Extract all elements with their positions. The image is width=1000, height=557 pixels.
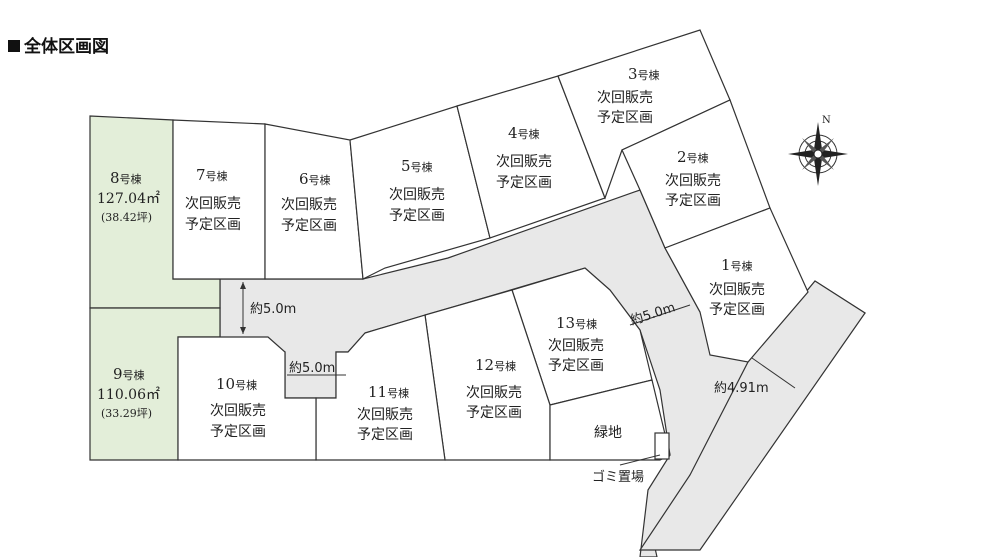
page-title-text: 全体区画図 <box>24 37 109 57</box>
green-space-label: 緑地 <box>594 425 622 441</box>
road-width-notch-label: 約5.0m <box>289 361 335 376</box>
lot-13-title: 13号棟 <box>556 314 597 332</box>
lot-6-line1: 次回販売 <box>281 197 337 213</box>
lot-8-area: 127.04㎡ <box>97 191 160 207</box>
road-width-main-label: 約4.91m <box>714 381 769 396</box>
lot-12-title: 12号棟 <box>475 356 516 374</box>
lot-8-tsubo: (38.42坪) <box>101 211 152 224</box>
garbage-leader-line <box>619 454 661 466</box>
garbage-label: ゴミ置場 <box>592 469 644 485</box>
lot-5-line2: 予定区画 <box>389 208 445 224</box>
lot-7-line2: 予定区画 <box>185 217 241 233</box>
lot-7-line1: 次回販売 <box>185 196 241 212</box>
lot-6-title: 6号棟 <box>299 170 331 188</box>
lot-3-title: 3号棟 <box>628 65 660 83</box>
dim-arrow-top <box>240 282 246 289</box>
road-width-left-label: 約5.0m <box>250 302 296 317</box>
compass-icon <box>788 122 848 186</box>
page-title: 全体区画図 <box>8 32 109 57</box>
lot-1-line1: 次回販売 <box>709 282 765 298</box>
lot-5[interactable] <box>349 105 491 280</box>
lot-8-title: 8号棟 <box>110 169 142 187</box>
dim-arrow-bottom <box>240 327 246 334</box>
lot-11-line2: 予定区画 <box>357 427 413 443</box>
lot-9-tsubo: (33.29坪) <box>101 407 152 420</box>
title-square-icon <box>8 40 20 52</box>
lot-11-title: 11号棟 <box>368 383 409 401</box>
lot-11-line1: 次回販売 <box>357 407 413 423</box>
dim-line-main <box>751 357 796 389</box>
lot-13-line2: 予定区画 <box>548 358 604 374</box>
lot-3-line1: 次回販売 <box>597 90 653 106</box>
lot-13-line1: 次回販売 <box>548 338 604 354</box>
lot-2-line2: 予定区画 <box>665 193 721 209</box>
lot-1-title: 1号棟 <box>721 256 753 274</box>
lot-7-title: 7号棟 <box>196 166 228 184</box>
lot-9-title: 9号棟 <box>113 365 145 383</box>
lot-6-line2: 予定区画 <box>281 218 337 234</box>
lot-1-line2: 予定区画 <box>709 302 765 318</box>
lot-1[interactable] <box>664 207 809 363</box>
lot-4-line1: 次回販売 <box>496 154 552 170</box>
lot-5-line1: 次回販売 <box>389 187 445 203</box>
lot-9-area: 110.06㎡ <box>97 387 160 403</box>
lot-4-title: 4号棟 <box>508 124 540 142</box>
lot-10[interactable] <box>177 336 317 461</box>
lot-3-line2: 予定区画 <box>597 110 653 126</box>
lot-2-title: 2号棟 <box>677 148 709 166</box>
lot-10-line1: 次回販売 <box>210 403 266 419</box>
dim-line-right <box>629 304 691 326</box>
lot-12-line2: 予定区画 <box>466 405 522 421</box>
lot-10-line2: 予定区画 <box>210 424 266 440</box>
lot-4-line2: 予定区画 <box>496 175 552 191</box>
garbage-area <box>654 432 670 460</box>
road-extension <box>638 280 866 551</box>
lot-10-title: 10号棟 <box>216 375 257 393</box>
lot-2-line1: 次回販売 <box>665 173 721 189</box>
lot-5-title: 5号棟 <box>401 157 433 175</box>
lot-12-line1: 次回販売 <box>466 385 522 401</box>
compass-north-label: N <box>822 115 831 126</box>
